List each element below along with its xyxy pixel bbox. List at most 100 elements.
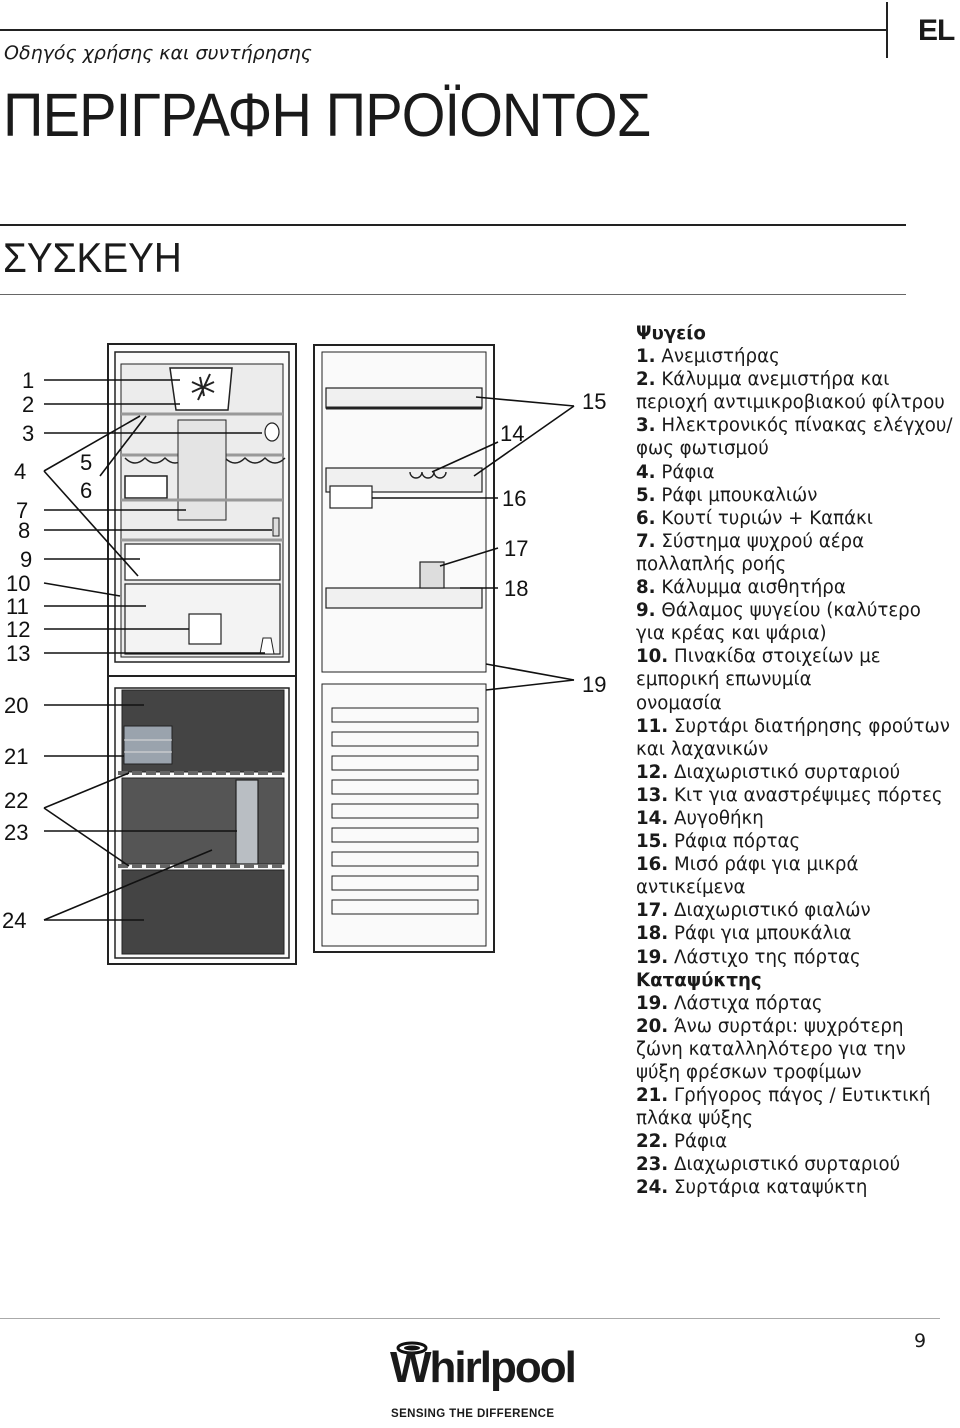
freezer-item-6: 24. Συρτάρια καταψύκτη xyxy=(636,1176,956,1199)
appliance-interior xyxy=(107,343,297,965)
label-20: 20 xyxy=(4,693,28,718)
item-number: 7. xyxy=(636,530,656,552)
item-number: 11. xyxy=(636,715,669,737)
item-text: για κρέας και ψάρια) xyxy=(636,623,827,645)
label-16: 16 xyxy=(502,486,526,511)
item-text: εμπορική επωνυμία xyxy=(636,669,812,691)
item-text: Μισό ράφι για μικρά xyxy=(674,854,859,876)
item-number: 19. xyxy=(636,946,669,968)
item-text: ζώνη καταλληλότερο για την xyxy=(636,1038,906,1060)
freezer-item-2-line-3: ψύξη φρέσκων τροφίμων xyxy=(636,1061,956,1084)
fridge-item-1: 1. Ανεμιστήρας xyxy=(636,345,956,368)
appliance-door xyxy=(313,344,495,953)
section-divider xyxy=(0,294,906,295)
item-text: Διαχωριστικό συρταριού xyxy=(674,1154,901,1176)
item-number: 12. xyxy=(636,761,669,783)
item-text: αντικείμενα xyxy=(636,877,746,899)
fridge-item-2-line-2: περιοχή αντιμικροβιακού φίλτρου xyxy=(636,391,956,414)
item-text: Ράφια xyxy=(674,1131,728,1153)
item-number: 2. xyxy=(636,369,656,391)
item-number: 22. xyxy=(636,1131,669,1153)
item-text: πολλαπλής ροής xyxy=(636,553,787,575)
title-divider xyxy=(0,224,906,226)
label-1: 1 xyxy=(22,368,34,393)
label-23: 23 xyxy=(4,820,28,845)
fridge-item-3: 3. Ηλεκτρονικός πίνακας ελέγχου/ xyxy=(636,414,956,437)
label-18: 18 xyxy=(504,576,528,601)
header-vertical-divider xyxy=(886,2,888,58)
fridge-item-10: 10. Πινακίδα στοιχείων με xyxy=(636,645,956,668)
fridge-item-3-line-2: φως φωτισμού xyxy=(636,437,956,460)
label-14: 14 xyxy=(500,421,524,446)
label-13: 13 xyxy=(6,641,30,666)
item-text: Ράφια πόρτας xyxy=(674,831,801,853)
page-title: ΠΕΡΙΓΡΑΦΗ ΠΡΟΪΟΝΤΟΣ xyxy=(3,81,651,149)
item-number: 23. xyxy=(636,1154,669,1176)
item-text: Ηλεκτρονικός πίνακας ελέγχου/ xyxy=(661,415,953,437)
item-number: 3. xyxy=(636,415,656,437)
freezer-item-2-line-2: ζώνη καταλληλότερο για την xyxy=(636,1038,956,1061)
fridge-item-2: 2. Κάλυμμα ανεμιστήρα και xyxy=(636,368,956,391)
callout-lines xyxy=(43,379,575,921)
freezer-item-4: 22. Ράφια xyxy=(636,1130,956,1153)
fridge-item-11-line-2: και λαχανικών xyxy=(636,738,956,761)
item-number: 16. xyxy=(636,854,669,876)
footer-divider xyxy=(0,1318,940,1319)
freezer-item-5: 23. Διαχωριστικό συρταριού xyxy=(636,1153,956,1176)
item-number: 1. xyxy=(636,346,656,368)
label-10: 10 xyxy=(6,571,30,596)
item-text: Ράφι μπουκαλιών xyxy=(661,484,818,506)
item-number: 8. xyxy=(636,577,656,599)
item-text: Ράφι για μπουκάλια xyxy=(674,923,852,945)
label-12: 12 xyxy=(6,617,30,642)
fridge-item-10-line-2: εμπορική επωνυμία xyxy=(636,668,956,691)
item-text: Πινακίδα στοιχείων με xyxy=(674,646,881,668)
label-9: 9 xyxy=(20,547,32,572)
fridge-item-12: 12. Διαχωριστικό συρταριού xyxy=(636,761,956,784)
item-number: 6. xyxy=(636,507,656,529)
item-text: Ράφια xyxy=(661,461,715,483)
fridge-diagram: 1 2 3 4 5 6 7 8 9 10 11 12 13 14 15 16 1… xyxy=(2,343,606,965)
fridge-item-11: 11. Συρτάρι διατήρησης φρούτων xyxy=(636,715,956,738)
item-text: πλάκα ψύξης xyxy=(636,1108,754,1130)
fridge-item-8: 8. Κάλυμμα αισθητήρα xyxy=(636,576,956,599)
item-text: Κάλυμμα αισθητήρα xyxy=(661,577,846,599)
item-text: ψύξη φρέσκων τροφίμων xyxy=(636,1062,862,1083)
freezer-heading: Καταψύκτης xyxy=(636,969,762,991)
item-text: Κιτ για αναστρέψιμες πόρτες xyxy=(674,784,943,806)
item-number: 21. xyxy=(636,1085,669,1107)
label-22: 22 xyxy=(4,788,28,813)
item-text: και λαχανικών xyxy=(636,738,769,760)
item-text: Ανεμιστήρας xyxy=(661,346,780,368)
item-text: ονομασία xyxy=(636,692,722,714)
item-number: 20. xyxy=(636,1015,669,1037)
label-3: 3 xyxy=(22,421,34,446)
brand-swirl-icon xyxy=(396,1341,428,1355)
label-19: 19 xyxy=(582,672,606,697)
item-number: 5. xyxy=(636,484,656,506)
freezer-item-2: 20. Άνω συρτάρι: ψυχρότερη xyxy=(636,1015,956,1038)
item-text: Άνω συρτάρι: ψυχρότερη xyxy=(674,1015,904,1037)
item-number: 13. xyxy=(636,784,669,806)
item-number: 4. xyxy=(636,461,656,483)
item-text: Αυγοθήκη xyxy=(674,807,764,829)
fridge-heading: Ψυγείο xyxy=(636,323,706,344)
fridge-item-15: 15. Ράφια πόρτας xyxy=(636,830,956,853)
fridge-item-5: 5. Ράφι μπουκαλιών xyxy=(636,484,956,507)
item-number: 10. xyxy=(636,646,669,668)
fridge-item-7-line-2: πολλαπλής ροής xyxy=(636,553,956,576)
label-6: 6 xyxy=(80,478,92,503)
header-divider xyxy=(0,29,886,31)
fridge-item-13: 13. Κιτ για αναστρέψιμες πόρτες xyxy=(636,784,956,807)
fridge-item-9: 9. Θάλαμος ψυγείου (καλύτερο xyxy=(636,599,956,622)
fridge-item-19: 19. Λάστιχο της πόρτας xyxy=(636,946,956,969)
label-2: 2 xyxy=(22,392,34,417)
item-text: Κουτί τυριών + Καπάκι xyxy=(661,507,873,529)
brand-tagline: SENSING THE DIFFERENCE xyxy=(391,1408,555,1420)
manual-subtitle: Οδηγός χρήσης και συντήρησης xyxy=(4,42,312,64)
brand-logo: Whirlpool xyxy=(390,1343,577,1392)
fridge-item-14: 14. Αυγοθήκη xyxy=(636,807,956,830)
item-text: Γρήγορος πάγος / Ευτικτική xyxy=(674,1085,931,1107)
label-21: 21 xyxy=(4,744,28,769)
